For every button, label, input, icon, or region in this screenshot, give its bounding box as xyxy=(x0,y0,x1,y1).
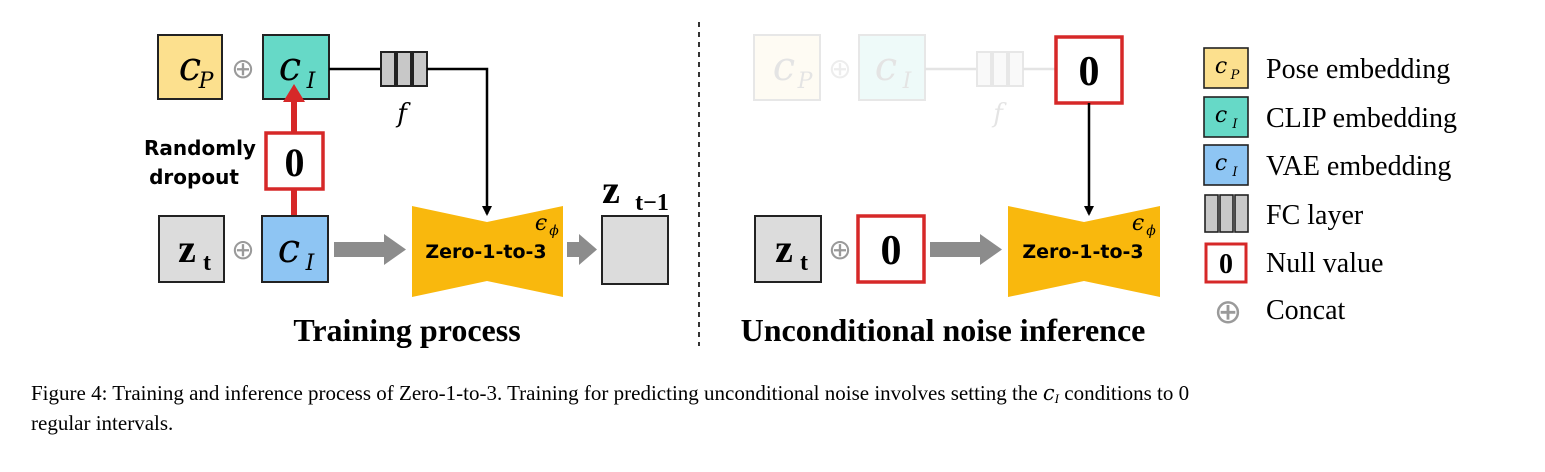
gray-arrow xyxy=(930,234,1002,265)
training-panel: c P ⊕ c I f Randomly dropout xyxy=(144,34,669,348)
legend-vae-c: c xyxy=(1215,151,1227,176)
diagram: c P ⊕ c I f Randomly dropout xyxy=(144,22,1457,348)
legend-label-null: Null value xyxy=(1266,248,1383,279)
legend-item-pose: c P Pose embedding xyxy=(1203,47,1450,89)
legend-label-fc: FC layer xyxy=(1266,200,1364,231)
concat-icon: ⊕ xyxy=(828,235,851,266)
pose-c-symbol: c xyxy=(179,44,201,90)
dropout-label-line2: dropout xyxy=(149,165,239,189)
concat-icon: ⊕ xyxy=(828,54,851,85)
latent-zt-box: z t xyxy=(158,215,225,283)
legend-label-pose: Pose embedding xyxy=(1266,54,1450,85)
legend-pose-c: c xyxy=(1215,54,1227,79)
concat-icon: ⊕ xyxy=(231,54,254,85)
faded-pose-sub: P xyxy=(797,69,814,94)
inf-epsilon-sub: ϕ xyxy=(1146,223,1156,239)
legend-label-clip: CLIP embedding xyxy=(1266,103,1457,134)
legend-item-vae: c I VAE embedding xyxy=(1203,144,1451,186)
fc-f-label: f xyxy=(395,99,411,129)
inf-latent-zt-box: z t xyxy=(754,215,822,283)
inference-title: Unconditional noise inference xyxy=(741,312,1146,348)
caption-line-1: Figure 4: Training and inference process… xyxy=(31,381,1541,411)
caption-c: c xyxy=(1042,381,1055,405)
caption-sub: I xyxy=(1054,391,1060,406)
legend-vae-sub: I xyxy=(1231,165,1238,180)
gray-arrow xyxy=(567,234,597,265)
zero123-model-block: Zero-1-to-3 ϵ ϕ xyxy=(412,206,563,297)
vae-sub-i: I xyxy=(305,251,316,276)
fc-layer-icon xyxy=(380,51,428,87)
legend-label-vae: VAE embedding xyxy=(1266,151,1451,182)
pose-embedding-box: c P xyxy=(157,34,223,100)
legend: c P Pose embedding c I CLIP embedding c … xyxy=(1203,47,1457,331)
zt-z-symbol: z xyxy=(178,226,196,271)
epsilon-sub-phi: ϕ xyxy=(549,223,559,239)
vae-embedding-box: c I xyxy=(261,215,329,283)
concat-icon: ⊕ xyxy=(1214,294,1243,331)
training-title: Training process xyxy=(293,312,520,348)
dropout-null-box: 0 xyxy=(264,131,325,191)
dropout-null-value: 0 xyxy=(285,140,305,185)
caption-part2: conditions to 0 xyxy=(1059,381,1190,405)
legend-null-value: 0 xyxy=(1219,249,1233,280)
inf-epsilon-symbol: ϵ xyxy=(1132,211,1144,236)
inf-zt-sub: t xyxy=(800,250,808,276)
legend-item-null: 0 Null value xyxy=(1204,242,1383,284)
legend-label-concat: Concat xyxy=(1266,295,1346,326)
faded-pose-c: c xyxy=(773,44,795,90)
zt-sub-t: t xyxy=(203,250,211,276)
faded-conditions: c P ⊕ c I f xyxy=(753,34,1056,129)
null-condition-box: 0 xyxy=(1054,35,1124,105)
caption-line-2: regular intervals. xyxy=(31,411,174,435)
caption-part1: Figure 4: Training and inference process… xyxy=(31,381,1043,405)
faded-clip-sub: I xyxy=(902,69,913,94)
concat-icon: ⊕ xyxy=(231,235,254,266)
zero123-label: Zero-1-to-3 xyxy=(425,241,546,263)
inference-panel: c P ⊕ c I f 0 z t ⊕ 0 xyxy=(741,34,1160,348)
inf-zt-z: z xyxy=(775,226,793,271)
dropout-label-line1: Randomly xyxy=(144,136,256,160)
inf-zero123-model-block: Zero-1-to-3 ϵ ϕ xyxy=(1008,206,1160,297)
ztm1-sub: t−1 xyxy=(635,190,669,216)
legend-clip-c: c xyxy=(1215,103,1227,128)
inf-null-value: 0 xyxy=(881,228,902,274)
legend-pose-sub: P xyxy=(1230,68,1240,83)
vae-c-symbol: c xyxy=(278,226,300,272)
output-latent-box xyxy=(601,215,669,285)
inf-zero123-label: Zero-1-to-3 xyxy=(1022,241,1143,263)
clip-sub-i: I xyxy=(306,69,317,94)
pose-sub-p: P xyxy=(198,69,215,94)
figure-caption: Figure 4: Training and inference process… xyxy=(31,381,1541,436)
ztm1-z-symbol: z xyxy=(602,167,620,212)
inf-null-box: 0 xyxy=(856,214,926,284)
legend-item-fc: FC layer xyxy=(1204,194,1364,233)
clip-c-symbol: c xyxy=(279,44,301,90)
legend-item-clip: c I CLIP embedding xyxy=(1203,96,1457,138)
faded-clip-c: c xyxy=(875,44,897,90)
gray-arrow xyxy=(334,234,406,265)
faded-f: f xyxy=(991,99,1007,129)
legend-item-concat: ⊕ Concat xyxy=(1214,294,1346,331)
epsilon-symbol: ϵ xyxy=(535,211,547,236)
fc-layer-icon xyxy=(1204,194,1249,233)
legend-clip-sub: I xyxy=(1231,117,1238,132)
null-condition-value: 0 xyxy=(1079,49,1100,95)
